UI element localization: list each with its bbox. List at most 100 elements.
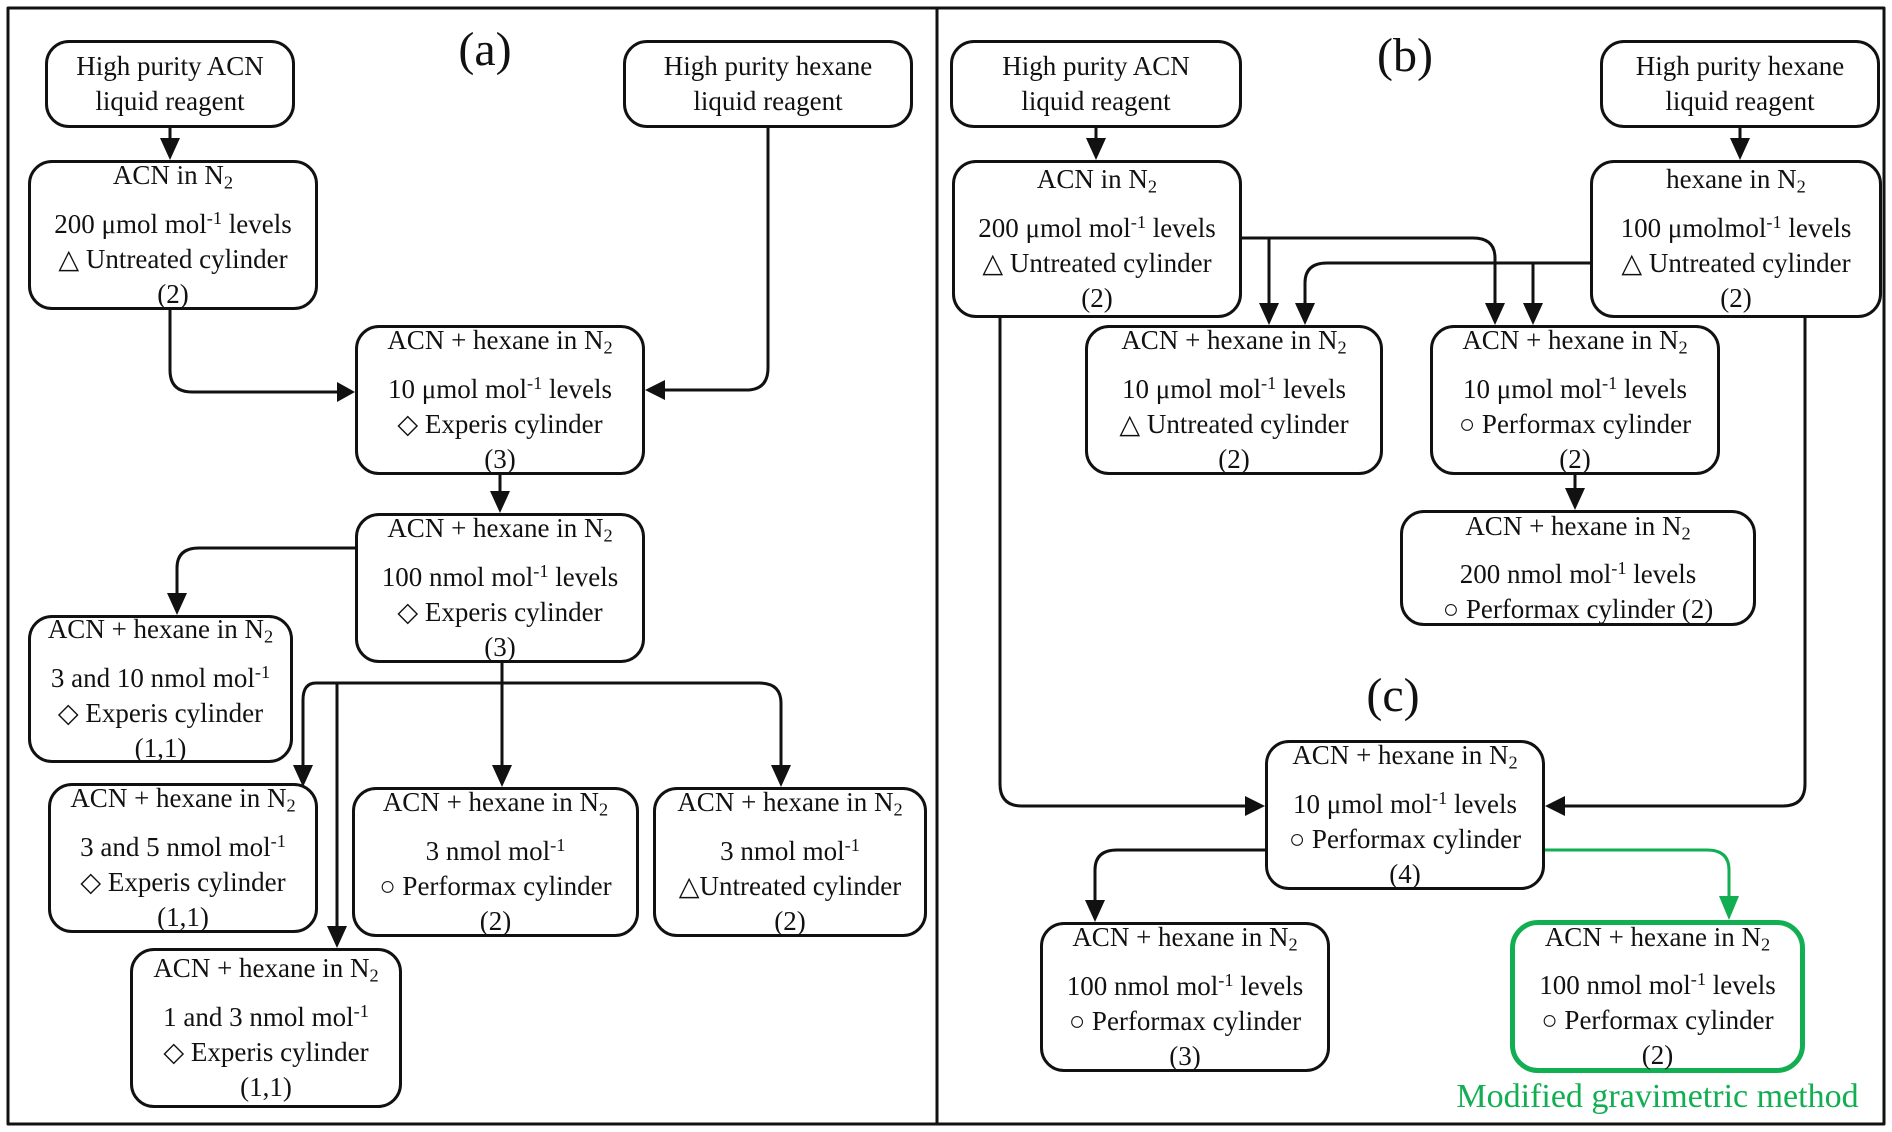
flow-box-line: ACN + hexane in N2	[387, 325, 613, 358]
flow-box-line: 3 and 5 nmol mol-1	[80, 830, 286, 862]
arrowhead	[1730, 138, 1750, 160]
arrowhead	[293, 765, 313, 787]
flow-box-line: (1,1)	[157, 901, 209, 932]
flow-box-line: ◇ Experis cylinder	[80, 866, 286, 897]
flow-box-a7: ACN + hexane in N2 3 and 5 nmol mol-1 ◇ Ex…	[48, 783, 318, 933]
flow-box-line: (2)	[1559, 443, 1591, 474]
flow-box-line: 1 and 3 nmol mol-1	[163, 1000, 369, 1032]
arrow-b6-to-b4	[1303, 261, 1590, 303]
flow-box-a4: ACN + hexane in N2 10 μmol mol-1 levels ◇ …	[355, 325, 645, 475]
flow-box-line: ACN + hexane in N2	[70, 783, 296, 816]
flow-box-line: (4)	[1389, 858, 1421, 889]
arrow-b6-to-c1	[1565, 318, 1807, 808]
arrow-a2-to-a4	[665, 128, 770, 392]
arrow-branch-to-a7	[301, 681, 317, 765]
flow-box-line: 10 μmol mol-1 levels	[1121, 372, 1346, 404]
flow-box-line: 10 μmol mol-1 levels	[387, 372, 612, 404]
flow-box-line: ACN + hexane in N2	[1465, 510, 1691, 544]
flow-box-line: ○ Performax cylinder	[379, 870, 612, 901]
arrow-a5-to-a6	[175, 546, 355, 595]
flow-box-line: 3 and 10 nmol mol-1	[50, 661, 271, 693]
flow-box-line: 200 nmol mol-1 levels	[1459, 558, 1697, 590]
flow-box-line: ACN + hexane in N2	[1121, 325, 1347, 358]
arrowhead	[492, 765, 512, 787]
flow-box-line: High purity ACN	[1002, 51, 1190, 81]
flow-box-b1: High purity ACN liquid reagent	[950, 40, 1242, 128]
arrowhead-green	[1719, 896, 1739, 920]
method-caption: Modified gravimetric method	[1456, 1078, 1859, 1115]
arrowhead	[1485, 303, 1505, 325]
flow-box-line: ◇ Experis cylinder	[163, 1036, 369, 1067]
arrowhead	[490, 491, 510, 513]
flow-box-line: 100 nmol mol-1 levels	[381, 560, 619, 592]
flow-box-line: ACN in N2	[112, 160, 234, 193]
flow-box-line: ACN + hexane in N2	[1292, 740, 1518, 773]
arrowhead	[1545, 796, 1565, 816]
arrowhead	[337, 382, 355, 402]
flow-box-line: liquid reagent	[693, 86, 843, 116]
arrowhead	[1565, 488, 1585, 510]
flow-box-line: △ Untreated cylinder	[1621, 247, 1851, 278]
flow-box-line: ACN + hexane in N2	[382, 787, 609, 820]
flow-box-line: (2)	[157, 278, 189, 309]
arrow-b3-to-b5	[1240, 236, 1497, 303]
flow-box-a5: ACN + hexane in N2 100 nmol mol-1 levels ◇…	[355, 513, 645, 663]
flow-box-line: (2)	[479, 905, 512, 936]
flow-box-line: △ Untreated cylinder	[982, 247, 1212, 278]
flow-box-line: ACN + hexane in N2	[677, 787, 903, 820]
flow-box-line: 10 μmol mol-1 levels	[1292, 787, 1517, 819]
flow-box-c1: ACN + hexane in N2 10 μmol mol-1 levels ○ …	[1265, 740, 1545, 890]
arrowhead	[1085, 900, 1105, 922]
panel-label-c: (c)	[1366, 669, 1420, 722]
flow-box-line: ○ Performax cylinder	[1288, 823, 1522, 854]
panel-label-a: (a)	[458, 23, 512, 76]
arrowhead	[1523, 303, 1543, 325]
arrowhead	[1245, 796, 1265, 816]
flow-box-line: (2)	[1218, 443, 1250, 474]
arrowhead	[1086, 138, 1106, 160]
flow-box-line: (2)	[1641, 1040, 1674, 1071]
flow-box-line: (3)	[484, 443, 516, 474]
flow-box-line: ○ Performax cylinder (2)	[1442, 594, 1714, 625]
flow-box-line: 3 nmol mol-1	[425, 834, 566, 866]
arrowhead	[167, 593, 187, 615]
flow-box-line: 100 nmol mol-1 levels	[1066, 969, 1304, 1001]
flow-box-line: ACN + hexane in N2	[153, 953, 379, 986]
flow-box-line: ACN + hexane in N2	[387, 513, 613, 546]
flow-box-line: liquid reagent	[1665, 86, 1815, 116]
flow-box-line: 200 μmol mol-1 levels	[54, 207, 292, 239]
flow-box-line: (3)	[484, 631, 516, 662]
flow-box-line: liquid reagent	[1021, 86, 1171, 116]
flow-box-line: ◇ Experis cylinder	[397, 596, 603, 627]
flow-box-line: ◇ Experis cylinder	[397, 408, 603, 439]
flow-box-line: (1,1)	[134, 732, 187, 763]
flow-box-line: 100 nmol mol-1 levels	[1539, 969, 1776, 1001]
arrowhead	[645, 380, 665, 400]
flow-box-line: 3 nmol mol-1	[720, 834, 860, 866]
arrowhead	[160, 138, 180, 160]
flow-box-line: hexane in N2	[1666, 164, 1806, 197]
flow-box-line: ACN + hexane in N2	[47, 614, 274, 647]
flow-box-line: High purity hexane	[663, 51, 873, 81]
arrow-a3-to-a4	[168, 310, 337, 394]
flow-box-line: High purity ACN	[76, 51, 264, 81]
flow-box-line: 10 μmol mol-1 levels	[1462, 372, 1687, 404]
flow-box-line: liquid reagent	[95, 86, 245, 116]
flow-box-a2: High purity hexane liquid reagent	[623, 40, 913, 128]
flow-box-line: (3)	[1169, 1040, 1201, 1071]
flow-box-line: ○ Performax cylinder	[1458, 408, 1692, 439]
arrow-c1-to-c3-green	[1545, 848, 1731, 898]
arrowhead	[1259, 303, 1279, 325]
flow-box-a10: ACN + hexane in N2 1 and 3 nmol mol-1 ◇ Ex…	[130, 948, 402, 1108]
flow-box-a8: ACN + hexane in N2 3 nmol mol-1 ○ Performa…	[352, 787, 639, 937]
arrowhead	[327, 926, 347, 948]
panel-label-b: (b)	[1377, 29, 1433, 82]
